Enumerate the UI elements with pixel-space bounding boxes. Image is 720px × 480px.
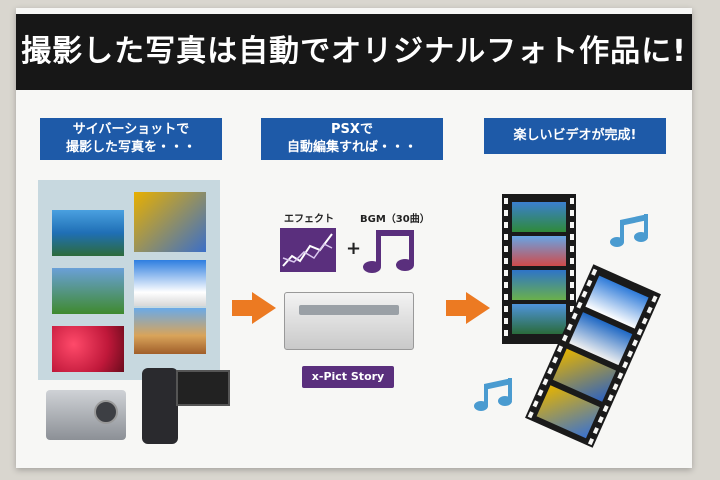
film-perforation bbox=[581, 290, 588, 298]
step-2-line-2: 自動編集すれば・・・ bbox=[286, 140, 417, 155]
film-perforation bbox=[547, 367, 554, 375]
film-perforation bbox=[570, 234, 574, 240]
film-perforation bbox=[504, 258, 508, 264]
film-perforation bbox=[646, 306, 653, 314]
plus-sign: + bbox=[346, 238, 362, 259]
film-perforation bbox=[570, 282, 574, 288]
film-perforation bbox=[570, 246, 574, 252]
filmstrip-vertical bbox=[502, 194, 576, 344]
psx-disc-slot bbox=[299, 305, 399, 315]
film-perforation bbox=[570, 222, 574, 228]
film-perforation bbox=[570, 294, 574, 300]
camera-lens bbox=[94, 400, 118, 424]
step-3-line-1: 楽しいビデオが完成! bbox=[513, 128, 637, 143]
product-label: x-Pict Story bbox=[302, 366, 394, 388]
photo-boat bbox=[52, 210, 124, 256]
film-perforation bbox=[570, 258, 574, 264]
bgm-label: BGM（30曲） bbox=[360, 214, 430, 225]
photo-collage bbox=[38, 180, 220, 380]
step-1-line-1: サイバーショットで bbox=[72, 122, 190, 137]
film-perforation bbox=[570, 270, 574, 276]
photo-church bbox=[134, 260, 206, 306]
photo-castle bbox=[134, 308, 206, 354]
film-perforation bbox=[570, 210, 574, 216]
film-perforation bbox=[631, 339, 638, 347]
film-perforation bbox=[612, 383, 619, 391]
effect-chart-icon bbox=[280, 228, 336, 272]
film-perforation bbox=[651, 295, 658, 303]
music-note-icon bbox=[363, 230, 414, 273]
film-perforation bbox=[607, 394, 614, 402]
film-perforation bbox=[537, 389, 544, 397]
film-perforation bbox=[587, 438, 595, 446]
display-board: 撮影した写真は自動でオリジナルフォト作品に! サイバーショットで 撮影した写真を… bbox=[16, 8, 692, 468]
film-perforation bbox=[622, 361, 629, 369]
film-perforation bbox=[504, 234, 508, 240]
film-perforation bbox=[576, 301, 583, 309]
film-perforation bbox=[591, 268, 598, 276]
film-perforation bbox=[542, 378, 549, 386]
film-frame bbox=[512, 236, 566, 266]
psx-device bbox=[284, 292, 414, 350]
film-perforation bbox=[504, 270, 508, 276]
film-perforation bbox=[602, 405, 609, 413]
film-perforation bbox=[566, 323, 573, 331]
camcorder-screen bbox=[176, 370, 230, 406]
film-perforation bbox=[556, 345, 564, 353]
music-note-icon bbox=[610, 214, 648, 247]
step-1-line-2: 撮影した写真を・・・ bbox=[65, 140, 196, 155]
film-perforation bbox=[627, 350, 634, 358]
film-frame bbox=[512, 270, 566, 300]
film-perforation bbox=[504, 246, 508, 252]
step-3-box: 楽しいビデオが完成! bbox=[484, 118, 666, 154]
step-2-line-1: PSXで bbox=[331, 122, 373, 137]
film-frame bbox=[512, 304, 566, 334]
film-perforation bbox=[504, 294, 508, 300]
film-perforation bbox=[527, 411, 534, 419]
arrow-right-icon bbox=[446, 292, 490, 324]
photo-flowers bbox=[52, 326, 124, 372]
film-perforation bbox=[570, 198, 574, 204]
photo-clocktower bbox=[134, 192, 206, 252]
camcorder-icon bbox=[142, 368, 178, 444]
arrow-right-icon bbox=[232, 292, 276, 324]
film-perforation bbox=[592, 427, 599, 435]
film-perforation bbox=[641, 317, 648, 325]
film-perforation bbox=[504, 306, 508, 312]
film-perforation bbox=[552, 356, 559, 364]
film-perforation bbox=[561, 334, 568, 342]
film-perforation bbox=[586, 279, 593, 287]
film-perforation bbox=[636, 328, 643, 336]
headline-banner: 撮影した写真は自動でオリジナルフォト作品に! bbox=[16, 14, 692, 90]
effect-label: エフェクト bbox=[284, 214, 334, 225]
film-perforation bbox=[504, 330, 508, 336]
photo-children bbox=[52, 268, 124, 314]
film-perforation bbox=[504, 198, 508, 204]
music-note-icon bbox=[474, 378, 512, 411]
film-perforation bbox=[617, 372, 624, 380]
film-perforation bbox=[504, 210, 508, 216]
film-perforation bbox=[504, 318, 508, 324]
camera-icon bbox=[46, 390, 126, 440]
step-1-box: サイバーショットで 撮影した写真を・・・ bbox=[40, 118, 222, 160]
step-2-box: PSXで 自動編集すれば・・・ bbox=[261, 118, 443, 160]
film-perforation bbox=[597, 416, 604, 424]
film-perforation bbox=[532, 400, 539, 408]
film-perforation bbox=[504, 282, 508, 288]
film-perforation bbox=[504, 222, 508, 228]
film-frame bbox=[512, 202, 566, 232]
film-perforation bbox=[571, 312, 578, 320]
